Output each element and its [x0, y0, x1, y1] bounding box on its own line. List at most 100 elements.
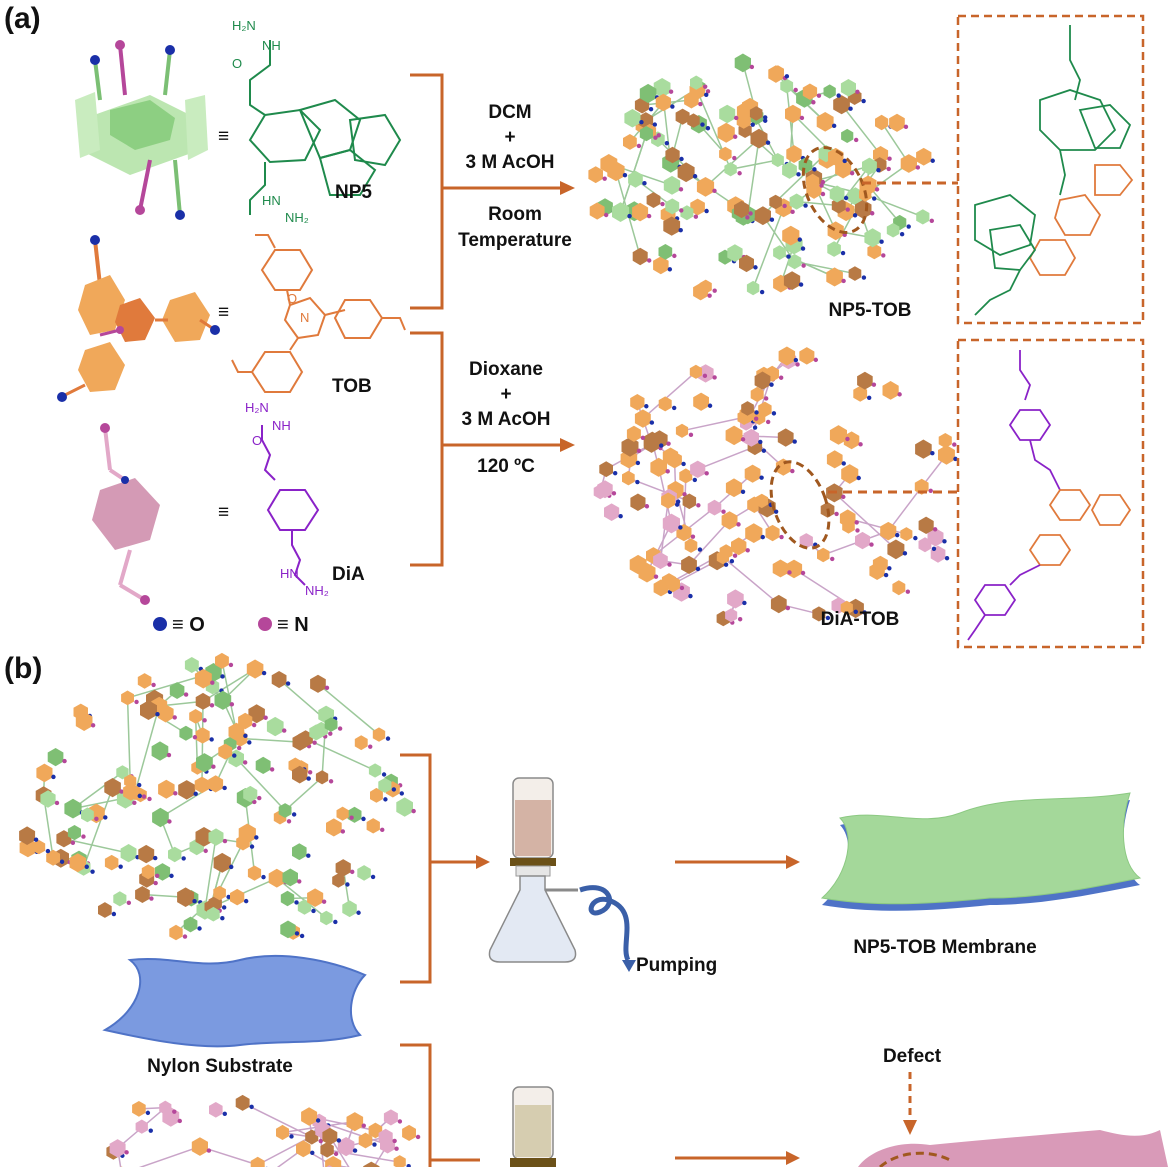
network-ring — [46, 849, 60, 866]
network-atom — [94, 816, 99, 822]
network-ring — [882, 381, 899, 400]
network-atom — [759, 289, 765, 295]
network-ring — [132, 1101, 146, 1117]
network-atom — [800, 570, 806, 576]
network-linker — [722, 556, 780, 605]
network-atom — [855, 89, 860, 94]
network-ring — [194, 776, 210, 794]
network-ring — [725, 425, 743, 446]
network-ring — [892, 580, 906, 596]
network-ring — [152, 807, 169, 828]
network-atom — [257, 795, 262, 801]
network-ring — [325, 1156, 342, 1167]
network-ring — [169, 682, 185, 699]
network-atom — [169, 873, 174, 879]
network-atom — [59, 859, 65, 864]
np5-hn-bot: HN — [262, 193, 281, 208]
network-ring — [612, 202, 630, 222]
network-atom — [653, 135, 658, 140]
network-ring — [266, 716, 284, 737]
network-atom — [902, 551, 908, 556]
network-atom — [754, 410, 759, 415]
network-atom — [841, 278, 846, 284]
network-atom — [118, 864, 123, 869]
network-atom — [797, 237, 802, 242]
network-ring — [178, 780, 196, 800]
network-ring — [783, 271, 801, 290]
network-atom — [51, 774, 56, 780]
network-linker — [788, 113, 794, 171]
network-atom — [222, 785, 227, 791]
network-ring — [693, 282, 709, 301]
network-atom — [702, 84, 708, 89]
network-atom — [678, 227, 683, 233]
network-ring — [719, 544, 733, 560]
panel-b-label: (b) — [4, 652, 42, 685]
network-atom — [671, 405, 677, 411]
network-ring — [864, 228, 881, 248]
network-atom — [798, 282, 804, 287]
network-ring — [755, 493, 768, 509]
network-ring — [402, 1124, 416, 1141]
network-atom — [740, 437, 746, 442]
network-ring — [208, 828, 224, 846]
reaction1-solvent: DCM — [488, 102, 531, 123]
network-atom — [311, 908, 316, 914]
np5-tob-zoom-box — [956, 14, 1145, 325]
network-atom — [712, 288, 717, 293]
network-ring — [396, 797, 413, 817]
network-atom — [932, 527, 938, 532]
network-ring — [195, 727, 210, 744]
network-linker — [82, 787, 114, 868]
network-atom — [840, 250, 846, 256]
network-ring — [782, 225, 800, 246]
network-atom — [792, 439, 797, 444]
network-atom — [653, 574, 659, 579]
network-ring — [835, 159, 852, 179]
network-ring — [765, 524, 780, 542]
network-ring — [320, 910, 333, 926]
network-atom — [693, 214, 699, 219]
network-atom — [745, 548, 750, 553]
network-atom — [640, 435, 646, 441]
network-atom — [236, 745, 242, 751]
network-atom — [887, 566, 892, 571]
network-atom — [883, 572, 889, 578]
network-ring — [707, 499, 722, 516]
network-atom — [622, 172, 628, 178]
network-ring — [630, 394, 645, 411]
network-ring — [857, 371, 873, 390]
network-linker — [730, 159, 778, 170]
network-ring — [653, 78, 671, 98]
reaction1-plus: + — [504, 127, 515, 148]
network-ring — [843, 431, 860, 450]
network-atom — [679, 208, 684, 213]
network-ring — [278, 803, 292, 818]
network-atom — [659, 443, 664, 448]
network-ring — [215, 652, 229, 669]
network-ring — [177, 887, 195, 907]
network-atom — [370, 874, 376, 880]
np5-equiv-symbol: ≡ — [218, 126, 229, 147]
network-ring — [335, 859, 351, 877]
network-ring — [138, 844, 155, 864]
network-atom — [872, 196, 877, 201]
network-atom — [252, 799, 257, 805]
network-ring — [739, 254, 754, 273]
network-atom — [648, 106, 654, 112]
network-ring — [626, 425, 641, 442]
network-linker — [734, 434, 786, 439]
reaction1-arrow — [442, 181, 575, 195]
network-ring — [228, 749, 244, 768]
network-ring — [634, 409, 651, 428]
dia-h2n: H₂N — [245, 400, 269, 415]
network-atom — [782, 203, 787, 209]
network-linker — [833, 492, 897, 550]
network-linker — [202, 668, 256, 702]
network-ring — [918, 516, 934, 534]
network-atom — [732, 155, 737, 161]
network-ring — [798, 157, 813, 174]
network-linker — [235, 757, 286, 811]
np5-structure — [248, 40, 402, 215]
network-ring — [690, 198, 705, 216]
